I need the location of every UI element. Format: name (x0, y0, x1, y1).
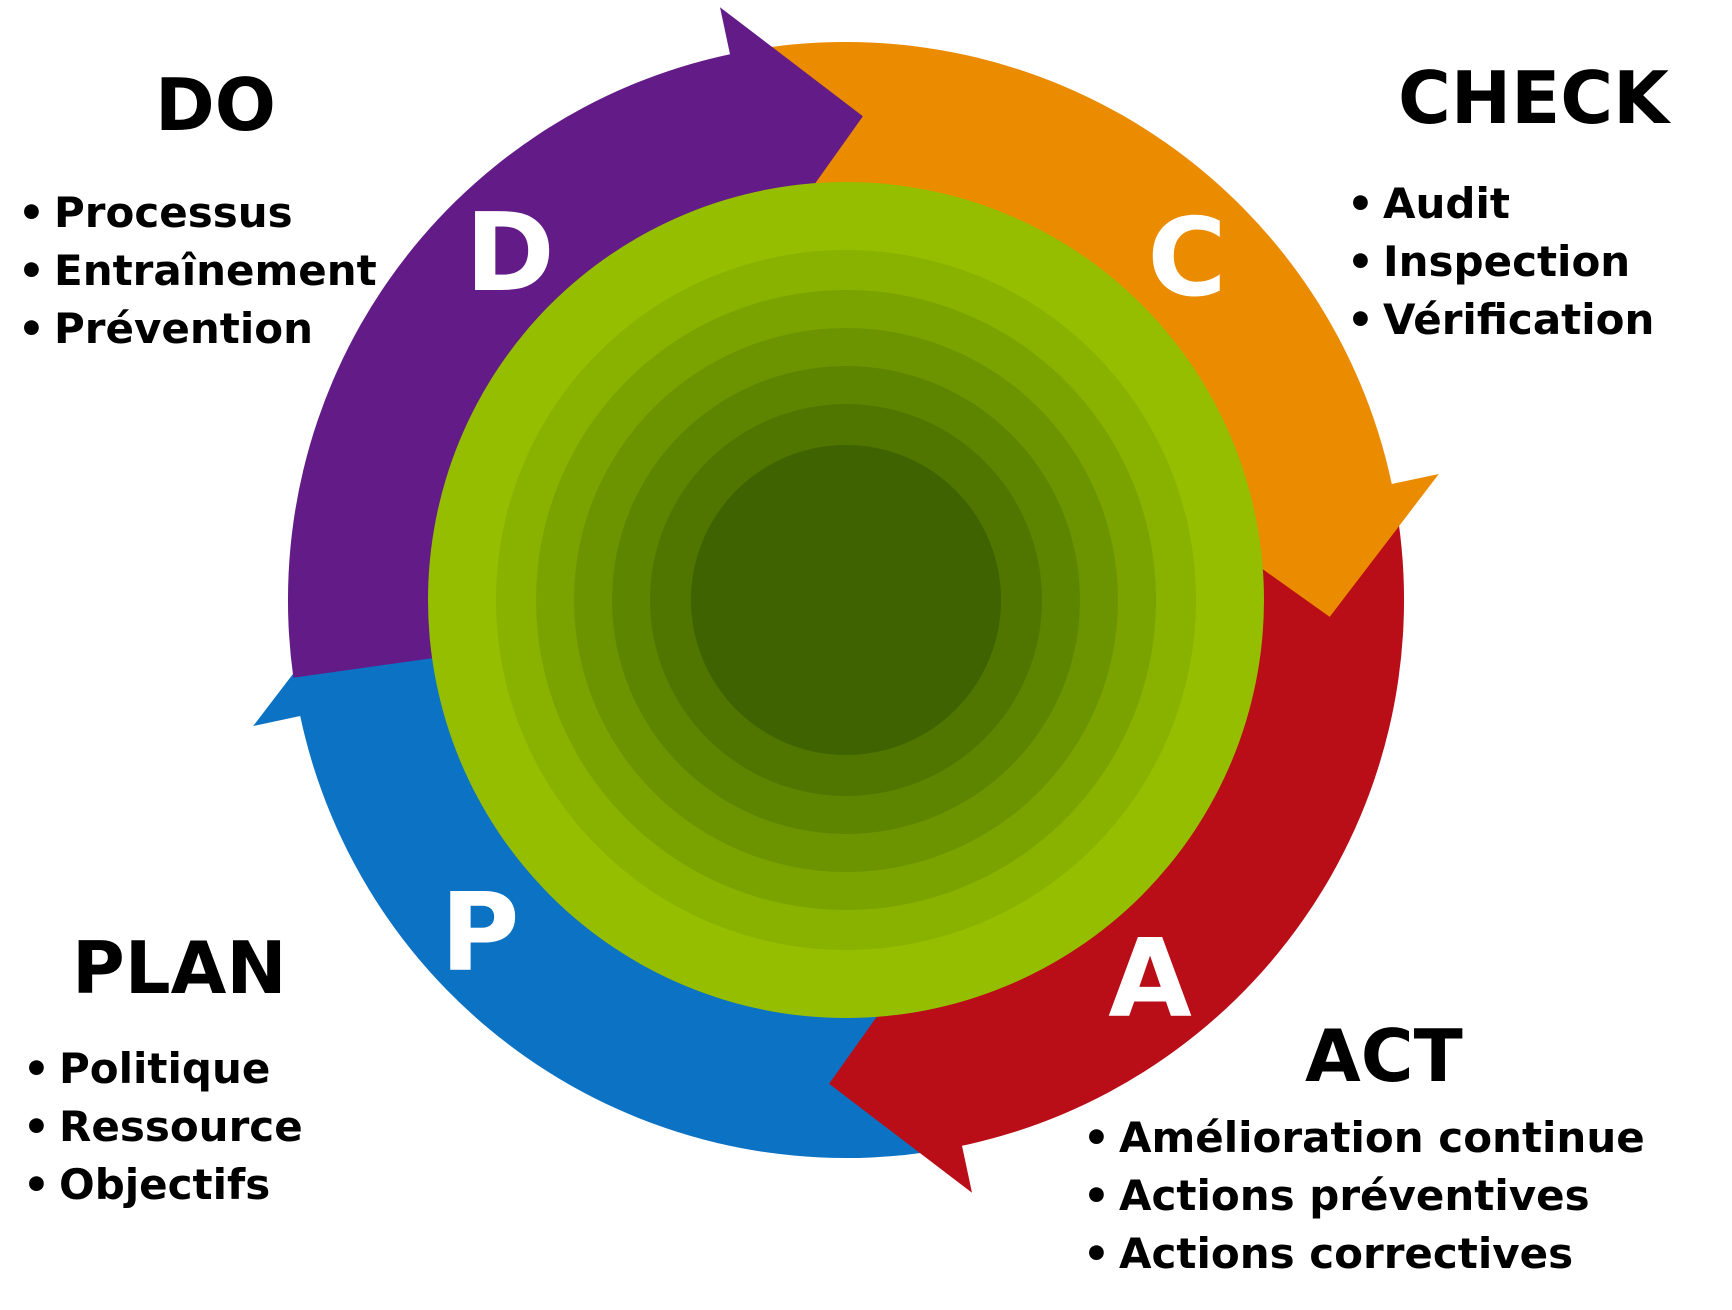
check-item: Audit (1347, 175, 1654, 233)
act-arrow (829, 522, 1405, 1193)
do-item: Entraînement (18, 242, 377, 300)
act-title: ACT (1305, 1014, 1463, 1098)
do-item-list: Processus Entraînement Prévention (18, 184, 377, 358)
do-letter: D (465, 191, 555, 316)
act-item-list: Amélioration continue Actions préventive… (1083, 1109, 1645, 1283)
plan-letter: P (440, 871, 519, 996)
check-letter: C (1147, 196, 1226, 321)
check-title: CHECK (1398, 56, 1669, 140)
plan-arrow (253, 583, 924, 1159)
plan-item: Ressource (23, 1098, 303, 1156)
do-item: Processus (18, 184, 377, 242)
plan-title: PLAN (72, 926, 287, 1010)
check-item: Inspection (1347, 233, 1654, 291)
act-item: Actions préventives (1083, 1167, 1645, 1225)
plan-item: Objectifs (23, 1156, 303, 1214)
do-title: DO (155, 63, 276, 147)
act-letter: A (1108, 917, 1192, 1042)
act-item: Actions correctives (1083, 1225, 1645, 1283)
center-ring (791, 545, 901, 655)
do-item: Prévention (18, 300, 377, 358)
check-item: Vérification (1347, 291, 1654, 349)
plan-item: Politique (23, 1040, 303, 1098)
plan-item-list: Politique Ressource Objectifs (23, 1040, 303, 1214)
center-target (428, 182, 1264, 1018)
do-arrow (287, 7, 863, 678)
check-arrow (768, 41, 1439, 617)
check-item-list: Audit Inspection Vérification (1347, 175, 1654, 349)
act-item: Amélioration continue (1083, 1109, 1645, 1167)
